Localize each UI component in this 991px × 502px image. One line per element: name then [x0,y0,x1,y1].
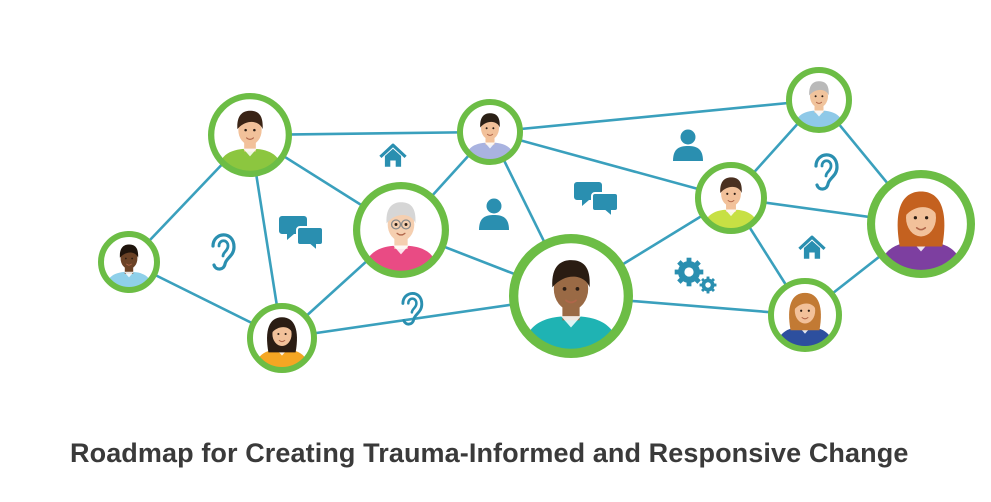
person-node-man-lilac-shirt [457,99,523,165]
community-network-diagram [98,67,975,373]
node-ring [768,278,842,352]
page-title: Roadmap for Creating Trauma-Informed and… [70,438,909,468]
person-node-woman-purple [866,170,975,279]
gears-icon [674,257,717,294]
person-node-woman-orange-top [247,303,317,373]
node-ring [247,303,317,373]
person-node-elder-man-top-right [786,67,852,133]
node-ring [695,162,767,234]
node-ring [866,170,975,279]
network-edge [489,98,820,134]
chat-icon [279,216,324,254]
person-node-woman-blue-suit [768,278,842,352]
house-icon [798,235,826,259]
node-ring [353,182,450,279]
ear-icon [401,291,424,326]
ear-icon [814,153,839,191]
network-nodes [98,67,975,373]
person-node-man-dark-skin [98,231,160,293]
ear-icon [211,233,236,271]
person-node-man-teal-shirt [509,233,634,358]
network-edge [489,130,732,200]
network-icons [211,129,839,326]
chat-icon [574,182,619,220]
node-ring [786,67,852,133]
person-node-grandma-glasses [353,182,450,279]
node-ring [457,99,523,165]
person-icon [673,129,703,161]
node-ring [509,233,634,358]
person-node-man-yellow-shirt [695,162,767,234]
house-icon [379,143,407,167]
person-icon [479,198,509,230]
node-ring [98,231,160,293]
person-node-man-green-shirt [207,93,292,177]
node-ring [207,93,292,177]
